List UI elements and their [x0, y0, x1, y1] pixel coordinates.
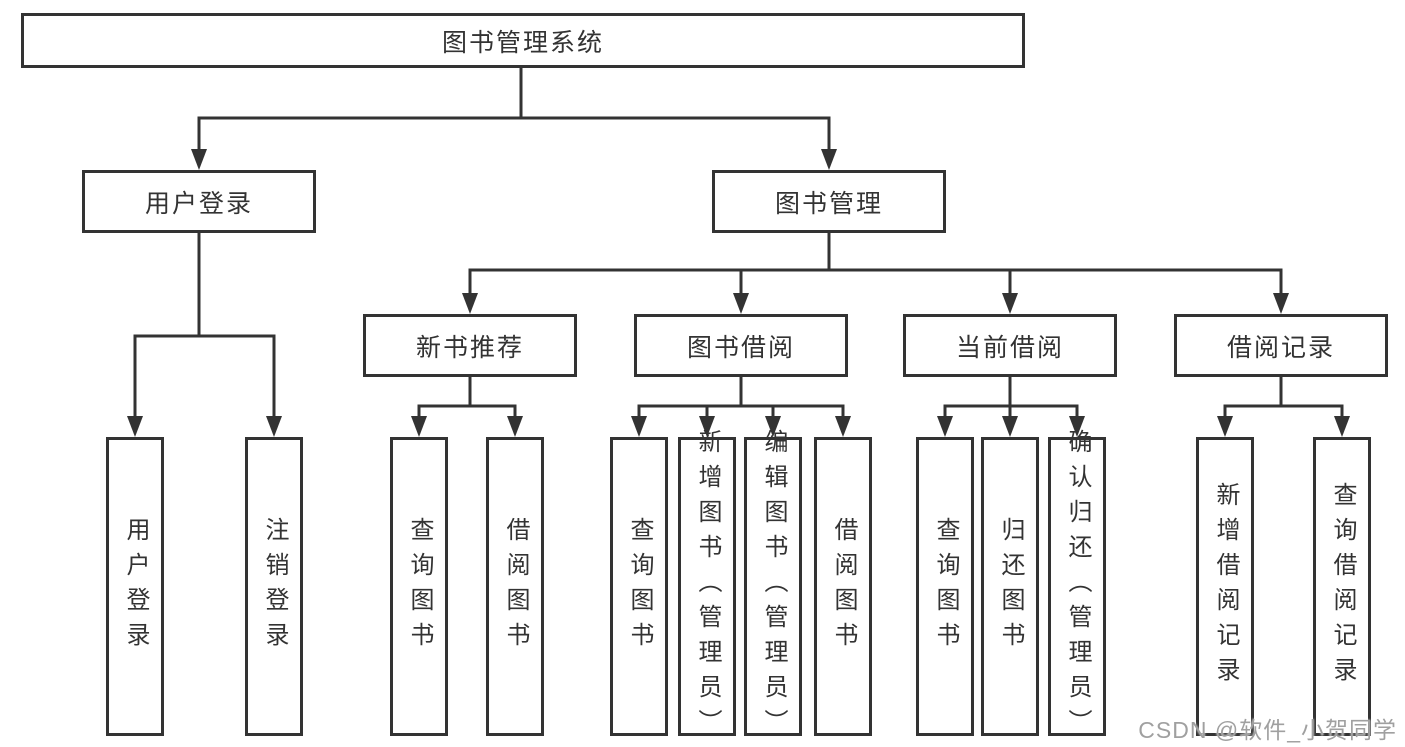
arrow-icon [1002, 293, 1018, 314]
arrow-icon [1217, 416, 1233, 437]
arrow-icon [1273, 293, 1289, 314]
arrowheads [127, 149, 1350, 437]
arrow-icon [821, 149, 837, 170]
leaf-label: 借阅图书 [830, 516, 857, 657]
leaf-query-books-3: 查询图书 [916, 437, 974, 736]
node-label: 用户登录 [144, 189, 253, 218]
arrow-icon [507, 416, 523, 437]
leaf-label: 注销登录 [261, 516, 288, 657]
node-label: 图书管理 [774, 189, 883, 218]
leaf-label: 借阅图书 [502, 516, 529, 657]
arrow-icon [1334, 416, 1350, 437]
leaf-label: 新增借阅记录 [1212, 481, 1239, 692]
leaf-confirm-return-admin: 确认归还（管理员） [1048, 429, 1106, 744]
leaf-borrow-books-1: 借阅图书 [486, 437, 544, 736]
node-current-borrow: 当前借阅 [903, 314, 1117, 377]
leaf-label: 确认归还（管理员） [1064, 429, 1091, 744]
arrow-icon [733, 293, 749, 314]
node-book-borrow: 图书借阅 [634, 314, 848, 377]
node-label: 新书推荐 [415, 333, 524, 362]
leaf-user-login: 用户登录 [106, 437, 164, 736]
connector-root-split [197, 116, 831, 153]
leaf-query-books-1: 查询图书 [390, 437, 448, 736]
leaf-add-books-admin: 新增图书（管理员） [678, 429, 736, 744]
leaf-label: 查询图书 [626, 516, 653, 657]
arrow-icon [191, 149, 207, 170]
leaf-label: 编辑图书（管理员） [760, 429, 787, 744]
arrow-icon [127, 416, 143, 437]
node-book-management-branch: 图书管理 [712, 170, 946, 233]
arrow-icon [266, 416, 282, 437]
node-root-label: 图书管理系统 [441, 28, 604, 57]
leaf-add-borrow-record: 新增借阅记录 [1196, 437, 1254, 736]
leaf-label: 查询图书 [406, 516, 433, 657]
arrow-icon [835, 416, 851, 437]
leaf-label: 查询借阅记录 [1329, 481, 1356, 692]
leaf-return-books: 归还图书 [981, 437, 1039, 736]
leaf-query-borrow-record: 查询借阅记录 [1313, 437, 1371, 736]
leaf-label: 归还图书 [997, 516, 1024, 657]
connector-sec1-split [417, 404, 517, 420]
arrow-icon [1069, 416, 1085, 437]
connector-sec4-split [1223, 404, 1344, 420]
arrow-icon [937, 416, 953, 437]
connector-sec2-split [637, 404, 845, 420]
arrow-icon [411, 416, 427, 437]
arrow-icon [699, 416, 715, 437]
leaf-logout: 注销登录 [245, 437, 303, 736]
arrow-icon [462, 293, 478, 314]
leaf-label: 新增图书（管理员） [694, 429, 721, 744]
node-label: 当前借阅 [955, 333, 1064, 362]
node-label: 借阅记录 [1226, 333, 1335, 362]
leaf-query-books-2: 查询图书 [610, 437, 668, 736]
arrow-icon [1002, 416, 1018, 437]
node-new-book-recommend: 新书推荐 [363, 314, 577, 377]
leaf-edit-books-admin: 编辑图书（管理员） [744, 429, 802, 744]
leaf-label: 用户登录 [122, 516, 149, 657]
leaf-borrow-books-2: 借阅图书 [814, 437, 872, 736]
leaf-label: 查询图书 [932, 516, 959, 657]
connector-book-split [468, 268, 1283, 297]
node-user-login-branch: 用户登录 [82, 170, 316, 233]
arrow-icon [765, 416, 781, 437]
csdn-watermark: CSDN @软件_小贺同学 [1138, 717, 1397, 743]
node-label: 图书借阅 [686, 333, 795, 362]
node-root: 图书管理系统 [21, 13, 1025, 68]
arrow-icon [631, 416, 647, 437]
connector-user-split [133, 334, 276, 420]
node-borrow-records: 借阅记录 [1174, 314, 1388, 377]
